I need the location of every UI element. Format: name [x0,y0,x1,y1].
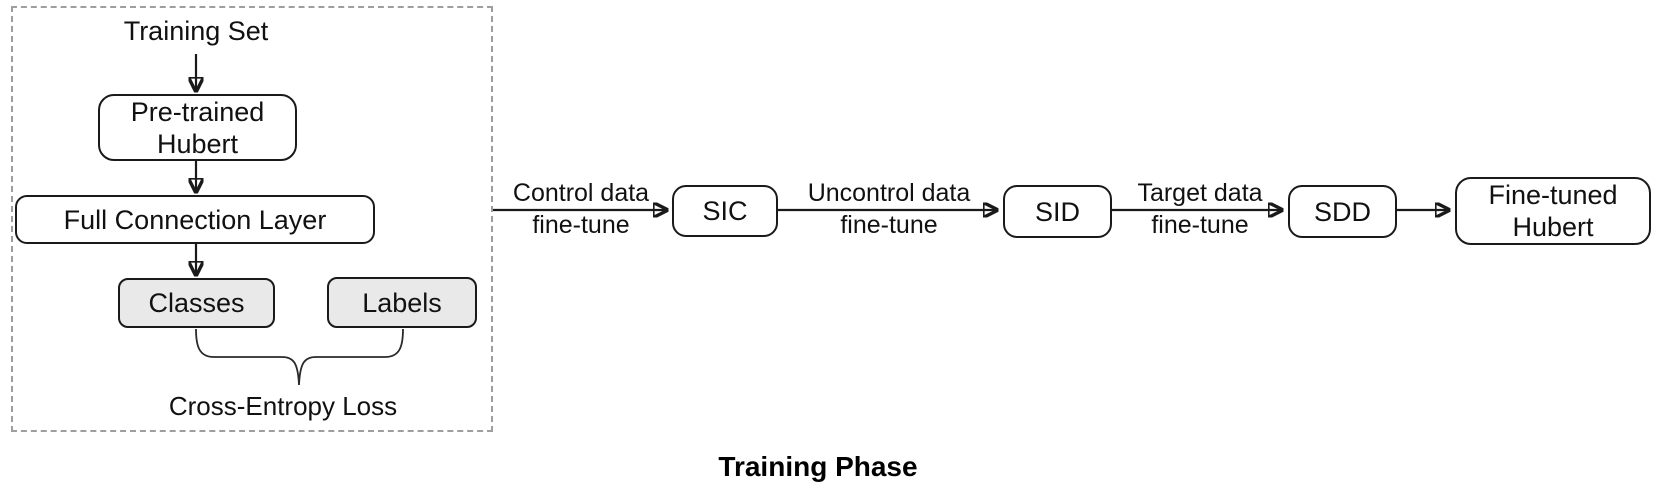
node-sic: SIC [672,185,778,237]
node-finetuned-hubert: Fine-tuned Hubert [1455,177,1651,245]
node-classes: Classes [118,278,275,328]
arrow-label-control-data: Control data [512,179,650,207]
training-set-label: Training Set [123,16,269,46]
cross-entropy-loss-label: Cross-Entropy Loss [168,391,398,421]
arrow-label-target-data: Target data [1137,179,1263,207]
training-block-container [11,6,493,432]
node-labels: Labels [327,277,477,328]
caption-training-phase: Training Phase [718,451,918,482]
node-sid: SID [1003,185,1112,238]
node-sdd: SDD [1288,185,1397,238]
arrow-label-control-finetune: fine-tune [532,211,630,239]
node-pretrained-hubert: Pre-trained Hubert [98,94,297,161]
arrow-label-uncontrol-finetune: fine-tune [840,211,938,239]
arrow-label-target-finetune: fine-tune [1151,211,1249,239]
node-full-connection-layer: Full Connection Layer [15,195,375,244]
arrow-label-uncontrol-data: Uncontrol data [807,179,971,207]
